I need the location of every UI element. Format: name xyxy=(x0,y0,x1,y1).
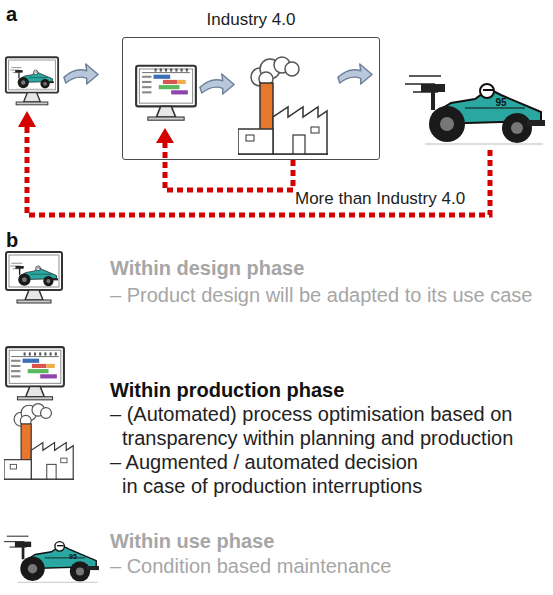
factory-icon xyxy=(238,57,328,155)
phase-title: Within design phase xyxy=(110,256,304,280)
phase-title: Within use phase xyxy=(110,529,274,553)
race-car xyxy=(4,536,99,582)
monitor-icon xyxy=(6,252,62,303)
factory-icon xyxy=(4,404,74,480)
car-number: 95 xyxy=(493,98,509,108)
monitor-icon xyxy=(6,347,64,400)
phase-bullet: – Augmented / automated decision in case… xyxy=(110,450,431,498)
loop-arrowhead xyxy=(18,111,36,127)
panel-letter: b xyxy=(6,228,18,252)
car-sketch xyxy=(10,68,54,89)
flow-arrow xyxy=(64,64,98,84)
feedback-loop xyxy=(165,142,293,190)
car-number: 95 xyxy=(67,553,79,560)
gantt-chart xyxy=(11,352,59,378)
loop-label: More than Industry 4.0 xyxy=(295,187,465,211)
monitor-icon xyxy=(6,57,58,105)
phase-bullet: – (Automated) process optimisation based… xyxy=(110,402,542,450)
loop-arrowhead xyxy=(156,128,174,143)
box-heading: Industry 4.0 xyxy=(123,10,379,30)
race-car xyxy=(405,76,545,144)
monitor-icon xyxy=(136,66,196,120)
flow-arrow xyxy=(338,64,372,84)
phase-bullet: – Product design will be adapted to its … xyxy=(110,283,532,307)
feedback-loop xyxy=(27,126,490,215)
frame-box: Industry 4.0 xyxy=(122,37,380,160)
phase-title: Within production phase xyxy=(110,378,344,402)
gantt-chart xyxy=(142,68,190,94)
car-sketch xyxy=(10,263,58,286)
panel-letter: a xyxy=(6,2,17,26)
phase-bullet: – Condition based maintenance xyxy=(110,554,391,578)
flow-arrow xyxy=(200,74,234,94)
